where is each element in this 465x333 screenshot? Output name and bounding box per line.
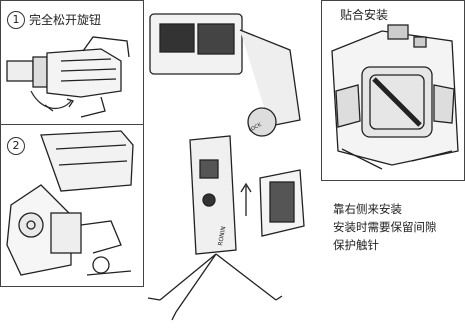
tripod-leg-left bbox=[159, 253, 217, 301]
step2-illustration bbox=[6, 130, 134, 276]
fit-install-title: 贴合安装 bbox=[340, 8, 389, 22]
roll-motor bbox=[247, 107, 277, 137]
note-line: 安装时需要保留间隙 bbox=[333, 220, 437, 234]
joystick bbox=[202, 193, 216, 207]
ronin-mark: RONIN bbox=[217, 226, 227, 247]
step1-label: 完全松开旋钮 bbox=[29, 13, 102, 27]
control-panel bbox=[199, 159, 219, 179]
step2-heading: 2 bbox=[7, 137, 29, 155]
step2-panel: 2 bbox=[0, 124, 144, 287]
step1-panel: 1 完全松开旋钮 bbox=[0, 0, 144, 126]
step1-illustration bbox=[6, 36, 130, 118]
roll-arm bbox=[239, 29, 301, 127]
tripod-leg-right bbox=[215, 253, 277, 301]
tablet-screen bbox=[269, 181, 295, 223]
camera-screen bbox=[197, 23, 235, 55]
fit-install-panel: 贴合安装 bbox=[321, 0, 465, 181]
step1-heading: 1 完全松开旋钮 bbox=[7, 11, 101, 29]
step2-number: 2 bbox=[7, 137, 25, 155]
tripod-leg-front bbox=[175, 253, 217, 313]
install-note: 靠右侧来安装 安装时需要保留间隙 保护触针 bbox=[333, 200, 461, 254]
camera-lens bbox=[159, 23, 195, 53]
note-line: 保护触针 bbox=[333, 238, 379, 252]
fit-install-illustration bbox=[331, 24, 459, 170]
step1-number: 1 bbox=[7, 11, 25, 29]
note-line: 靠右侧来安装 bbox=[333, 202, 402, 216]
